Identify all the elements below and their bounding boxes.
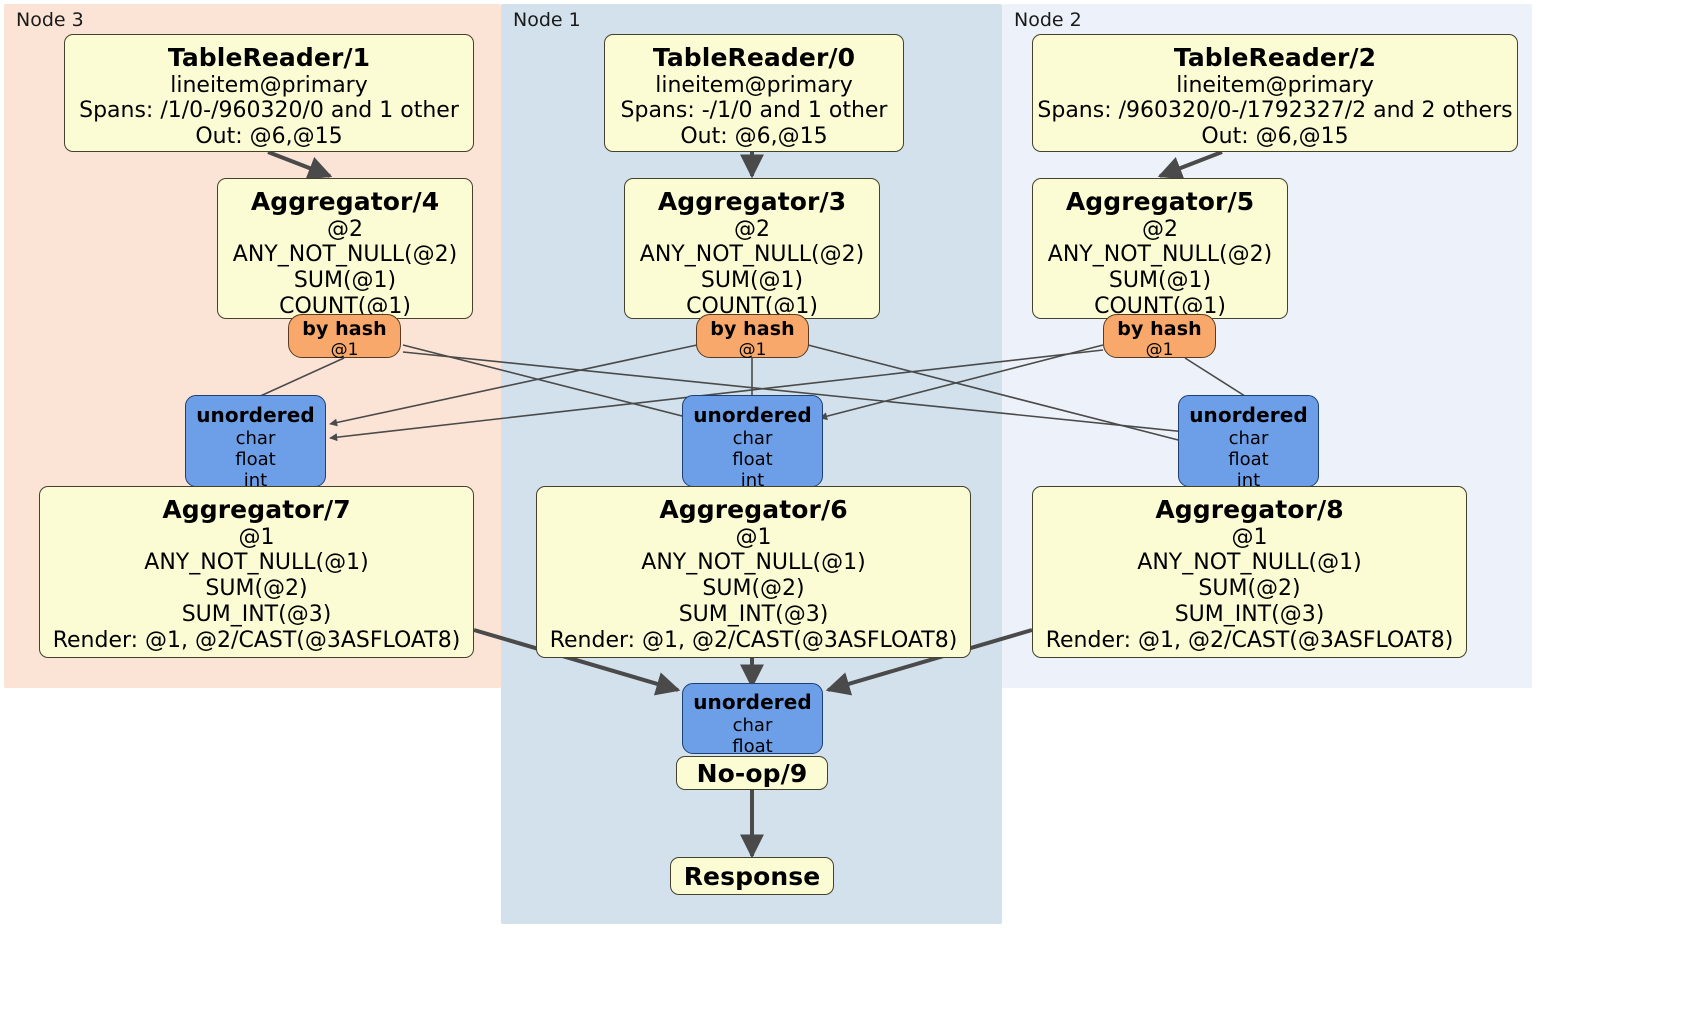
table-reader-2-line-0: lineitem@primary (1176, 72, 1374, 98)
unordered-left-title: unordered (196, 403, 315, 427)
processor-table-reader-0[interactable]: TableReader/0 lineitem@primary Spans: -/… (604, 34, 904, 152)
synchronizer-unordered-right[interactable]: unordered char float int (1178, 395, 1319, 491)
aggregator-5-title: Aggregator/5 (1065, 187, 1255, 216)
unordered-left-line-0: char (235, 427, 276, 449)
table-reader-0-line-1: Spans: -/1/0 and 1 other (620, 98, 888, 124)
aggregator-3-line-0: @2 (734, 216, 770, 242)
unordered-center-title: unordered (693, 403, 812, 427)
table-reader-1-title: TableReader/1 (167, 43, 371, 72)
router-by-hash-left-title: by hash (302, 318, 387, 340)
synchronizer-unordered-center[interactable]: unordered char float int (682, 395, 823, 491)
unordered-final-title: unordered (693, 690, 812, 714)
table-reader-1-line-2: Out: @6,@15 (195, 124, 343, 150)
unordered-right-line-2: int (1236, 470, 1261, 492)
table-reader-1-line-1: Spans: /1/0-/960320/0 and 1 other (79, 98, 459, 124)
aggregator-7-title: Aggregator/7 (162, 495, 351, 524)
aggregator-6-line-3: SUM_INT(@3) (678, 602, 829, 628)
aggregator-7-line-2: SUM(@2) (205, 576, 308, 602)
noop-9-title: No-op/9 (696, 759, 808, 788)
synchronizer-unordered-final[interactable]: unordered char float (682, 683, 823, 757)
aggregator-7-line-0: @1 (238, 524, 275, 550)
unordered-final-line-1: float (732, 735, 773, 757)
aggregator-7-line-3: SUM_INT(@3) (181, 602, 332, 628)
unordered-left-line-1: float (235, 448, 276, 470)
aggregator-3-line-2: SUM(@1) (700, 268, 804, 294)
processor-noop-9[interactable]: No-op/9 (676, 756, 828, 790)
processor-aggregator-6[interactable]: Aggregator/6 @1 ANY_NOT_NULL(@1) SUM(@2)… (536, 486, 971, 658)
unordered-left-line-2: int (243, 470, 268, 492)
processor-table-reader-1[interactable]: TableReader/1 lineitem@primary Spans: /1… (64, 34, 474, 152)
aggregator-4-line-1: ANY_NOT_NULL(@2) (232, 242, 458, 268)
table-reader-0-line-2: Out: @6,@15 (680, 124, 828, 150)
unordered-right-title: unordered (1189, 403, 1308, 427)
unordered-center-line-2: int (740, 470, 765, 492)
aggregator-5-line-2: SUM(@1) (1108, 268, 1212, 294)
processor-response[interactable]: Response (670, 857, 834, 895)
aggregator-8-line-2: SUM(@2) (1198, 576, 1301, 602)
aggregator-6-line-4: Render: @1, @2/CAST(@3ASFLOAT8) (549, 628, 958, 654)
table-reader-2-line-1: Spans: /960320/0-/1792327/2 and 2 others (1037, 98, 1513, 124)
panel-node-3-label: Node 3 (16, 9, 84, 31)
table-reader-2-line-2: Out: @6,@15 (1201, 124, 1349, 150)
unordered-center-line-1: float (732, 448, 773, 470)
aggregator-6-line-0: @1 (735, 524, 772, 550)
aggregator-5-line-1: ANY_NOT_NULL(@2) (1047, 242, 1273, 268)
panel-node-1-label: Node 1 (513, 9, 581, 31)
router-by-hash-right[interactable]: by hash @1 (1103, 314, 1216, 361)
aggregator-6-title: Aggregator/6 (659, 495, 848, 524)
aggregator-8-line-4: Render: @1, @2/CAST(@3ASFLOAT8) (1045, 628, 1454, 654)
unordered-right-line-0: char (1228, 427, 1269, 449)
unordered-final-line-0: char (732, 714, 773, 736)
processor-aggregator-7[interactable]: Aggregator/7 @1 ANY_NOT_NULL(@1) SUM(@2)… (39, 486, 474, 658)
table-reader-0-line-0: lineitem@primary (655, 72, 853, 98)
aggregator-8-line-1: ANY_NOT_NULL(@1) (1137, 550, 1362, 576)
router-by-hash-right-title: by hash (1117, 318, 1202, 340)
router-by-hash-center-line-0: @1 (738, 340, 767, 361)
aggregator-4-line-0: @2 (327, 216, 363, 242)
unordered-center-line-0: char (732, 427, 773, 449)
processor-aggregator-8[interactable]: Aggregator/8 @1 ANY_NOT_NULL(@1) SUM(@2)… (1032, 486, 1467, 658)
aggregator-8-line-0: @1 (1231, 524, 1268, 550)
router-by-hash-left[interactable]: by hash @1 (288, 314, 401, 361)
aggregator-8-line-3: SUM_INT(@3) (1174, 602, 1325, 628)
router-by-hash-center-title: by hash (710, 318, 795, 340)
aggregator-7-line-1: ANY_NOT_NULL(@1) (144, 550, 369, 576)
processor-aggregator-5[interactable]: Aggregator/5 @2 ANY_NOT_NULL(@2) SUM(@1)… (1032, 178, 1288, 319)
router-by-hash-center[interactable]: by hash @1 (696, 314, 809, 361)
processor-aggregator-3[interactable]: Aggregator/3 @2 ANY_NOT_NULL(@2) SUM(@1)… (624, 178, 880, 319)
table-reader-2-title: TableReader/2 (1173, 43, 1377, 72)
aggregator-6-line-2: SUM(@2) (702, 576, 805, 602)
aggregator-8-title: Aggregator/8 (1155, 495, 1344, 524)
aggregator-4-line-2: SUM(@1) (293, 268, 397, 294)
processor-aggregator-4[interactable]: Aggregator/4 @2 ANY_NOT_NULL(@2) SUM(@1)… (217, 178, 473, 319)
router-by-hash-left-line-0: @1 (330, 340, 359, 361)
aggregator-7-line-4: Render: @1, @2/CAST(@3ASFLOAT8) (52, 628, 461, 654)
unordered-right-line-1: float (1228, 448, 1269, 470)
panel-node-2-label: Node 2 (1014, 9, 1082, 31)
aggregator-6-line-1: ANY_NOT_NULL(@1) (641, 550, 866, 576)
table-reader-1-line-0: lineitem@primary (170, 72, 368, 98)
aggregator-4-title: Aggregator/4 (250, 187, 440, 216)
router-by-hash-right-line-0: @1 (1145, 340, 1174, 361)
synchronizer-unordered-left[interactable]: unordered char float int (185, 395, 326, 491)
response-title: Response (683, 862, 821, 891)
aggregator-3-line-1: ANY_NOT_NULL(@2) (639, 242, 865, 268)
processor-table-reader-2[interactable]: TableReader/2 lineitem@primary Spans: /9… (1032, 34, 1518, 152)
aggregator-5-line-0: @2 (1142, 216, 1178, 242)
table-reader-0-title: TableReader/0 (652, 43, 856, 72)
aggregator-3-title: Aggregator/3 (657, 187, 847, 216)
